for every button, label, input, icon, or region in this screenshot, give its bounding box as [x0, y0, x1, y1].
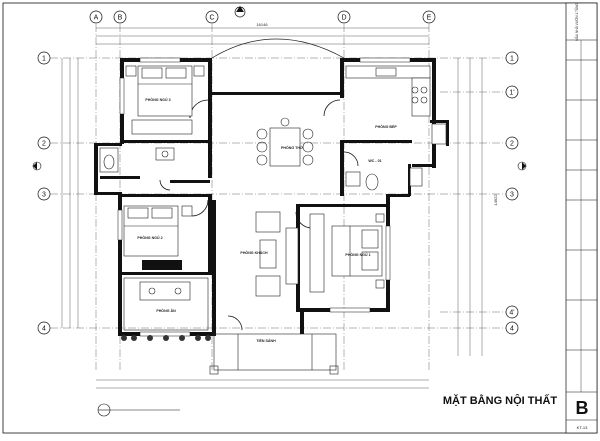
- room-label-bedroom3: PHÒNG NGỦ 3: [145, 97, 170, 102]
- grid-label-d: D: [341, 15, 346, 22]
- grid-label-right-3: 3: [510, 192, 514, 199]
- room-label-wc: WC - 01: [368, 159, 381, 163]
- title-block-logo: B: [576, 398, 589, 418]
- scale-marker-icon: [97, 403, 180, 417]
- grid-bubble-c: [205, 10, 219, 24]
- section-marker-right-icon: [517, 161, 527, 171]
- room-label-bedroom1: PHÒNG NGỦ 1: [345, 252, 370, 257]
- grid-bubble-left-4: [37, 321, 51, 335]
- grid-label-right-2: 2: [510, 141, 514, 148]
- grid-label-right-4p: 4': [509, 310, 514, 317]
- room-label-porch: TIỀN SẢNH: [256, 338, 276, 343]
- lower-left-room-furniture: [123, 277, 209, 331]
- grid-bubble-right-2: [505, 136, 519, 150]
- porch-outline: [209, 333, 339, 375]
- north-marker-icon: [234, 6, 246, 18]
- bedroom2-furniture: [123, 205, 193, 270]
- wardrobe: [142, 260, 182, 270]
- left-bath-fixtures: [99, 147, 175, 173]
- planters: [121, 335, 211, 341]
- grid-label-b: B: [118, 15, 123, 22]
- grid-bubble-right-1p: [505, 85, 519, 99]
- grid-label-right-4: 4: [510, 326, 514, 333]
- room-label-living: PHÒNG KHÁCH: [240, 250, 268, 255]
- grid-bubble-a: [89, 10, 103, 24]
- grid-columns: A B C D E: [89, 10, 436, 372]
- grid-bubble-left-1: [37, 51, 51, 65]
- grid-bubble-left-2: [37, 136, 51, 150]
- wc-fixtures: [345, 167, 423, 191]
- grid-bubble-d: [337, 10, 351, 24]
- overall-dimension-label: 16146: [256, 22, 268, 27]
- grid-label-right-1p: 1': [509, 90, 514, 97]
- grid-bubble-e: [422, 10, 436, 24]
- section-marker-left-icon: [32, 161, 42, 171]
- bedroom3-furniture: [125, 65, 205, 135]
- dimension-lines: [61, 27, 483, 389]
- title-block: [565, 2, 598, 434]
- living-furniture: [255, 211, 299, 297]
- grid-label-right-1: 1: [510, 56, 514, 63]
- room-label-kitchen: PHÒNG BẾP: [375, 124, 397, 129]
- grid-label-left-4: 4: [42, 326, 46, 333]
- grid-bubble-right-3: [505, 187, 519, 201]
- grid-bubble-left-3: [37, 187, 51, 201]
- grid-bubble-b: [113, 10, 127, 24]
- room-label-dining: PHÒNG ĂN: [156, 308, 176, 313]
- grid-bubble-right-4p: [505, 305, 519, 319]
- grid-label-c: C: [209, 15, 214, 22]
- grid-bubble-right-1: [505, 51, 519, 65]
- kitchen-furniture: [345, 65, 447, 145]
- grid-label-left-1: 1: [42, 56, 46, 63]
- side-dimension-label: 14922: [493, 194, 498, 206]
- grid-label-a: A: [94, 15, 99, 22]
- bedroom1-furniture: [309, 213, 385, 293]
- room-label-bedroom2: PHÒNG NGỦ 2: [137, 235, 162, 240]
- grid-label-left-2: 2: [42, 141, 46, 148]
- title-block-project: MẪU NHÀ VƯỜN 1 TẦNG: [574, 3, 579, 41]
- arched-roof-outline: [211, 38, 345, 59]
- title-block-sheet-no: KT-13: [577, 425, 588, 430]
- room-label-worship: PHÒNG THỜ: [281, 145, 304, 150]
- drawing-title: MẶT BẰNG NỘI THẤT: [443, 394, 558, 407]
- grid-label-left-3: 3: [42, 192, 46, 199]
- grid-label-e: E: [427, 15, 432, 22]
- dining-furniture: [256, 117, 314, 167]
- windows: [117, 57, 411, 337]
- grid-bubble-right-4: [505, 321, 519, 335]
